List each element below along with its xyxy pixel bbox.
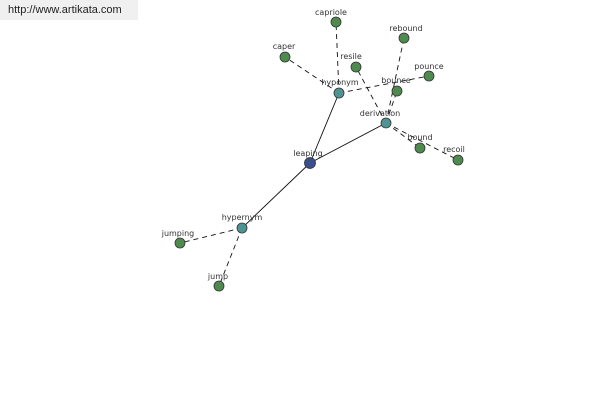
node-label-jumping: jumping — [161, 229, 195, 238]
node-label-caper: caper — [273, 42, 296, 51]
edge-derivation-recoil — [385, 122, 459, 161]
node-jump[interactable] — [213, 280, 225, 292]
edge-hypernym-jumping — [179, 227, 243, 244]
node-capriole[interactable] — [330, 16, 342, 28]
nodes-layer — [174, 16, 464, 292]
edge-hypernym-jump — [218, 227, 243, 287]
node-leaping[interactable] — [304, 157, 316, 169]
edges-layer — [179, 21, 459, 287]
node-caper[interactable] — [279, 51, 291, 63]
edge-hyponym-caper — [284, 56, 340, 94]
node-rebound[interactable] — [398, 32, 410, 44]
node-recoil[interactable] — [452, 154, 464, 166]
node-label-leaping: leaping — [293, 149, 323, 158]
node-derivation[interactable] — [380, 117, 392, 129]
edge-derivation-rebound — [385, 37, 405, 124]
edge-derivation-bounce — [385, 90, 398, 124]
node-label-derivation: derivation — [360, 109, 400, 118]
labels-layer: leaping hyponym derivation hypernym capriole… — [161, 8, 465, 281]
edge-derivation-bound — [385, 122, 421, 149]
node-label-hyponym: hyponym — [321, 78, 359, 87]
node-label-recoil: recoil — [443, 145, 465, 154]
node-label-bound: bound — [407, 133, 432, 142]
node-label-bounce: bounce — [381, 76, 411, 85]
node-label-pounce: pounce — [414, 62, 444, 71]
node-label-hypernym: hypernym — [222, 213, 263, 222]
edge-hyponym-capriole — [335, 21, 340, 94]
node-jumping[interactable] — [174, 237, 186, 249]
edge-leaping-hyponym — [309, 92, 340, 164]
edge-leaping-derivation — [309, 122, 387, 164]
node-label-jump: jump — [207, 272, 228, 281]
node-bound[interactable] — [414, 142, 426, 154]
node-hyponym[interactable] — [333, 87, 345, 99]
node-hypernym[interactable] — [236, 222, 248, 234]
node-resile[interactable] — [350, 61, 362, 73]
node-label-rebound: rebound — [389, 24, 422, 33]
edge-leaping-hypernym — [241, 162, 311, 229]
node-label-resile: resile — [340, 52, 362, 61]
edge-derivation-resile — [355, 66, 387, 124]
site-url-link[interactable]: http://www.artikata.com — [0, 0, 138, 20]
node-pounce[interactable] — [423, 70, 435, 82]
node-label-capriole: capriole — [315, 8, 347, 17]
edge-hyponym-pounce — [338, 75, 430, 94]
node-bounce[interactable] — [391, 85, 403, 97]
